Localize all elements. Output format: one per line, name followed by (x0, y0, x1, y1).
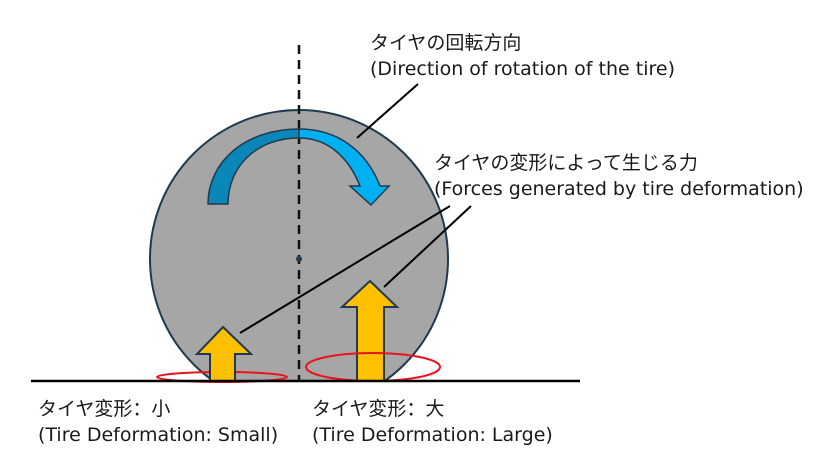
callout-line-force-small (239, 205, 451, 334)
label-deformation-large: タイヤ変形：大 (Tire Deformation: Large) (312, 396, 553, 448)
label-small-jp: タイヤ変形：小 (38, 398, 171, 420)
label-large-jp: タイヤ変形：大 (312, 398, 445, 420)
rotation-arrow-right-half (298, 128, 391, 207)
label-deformation-forces: タイヤの変形によって生じる力 (Forces generated by tire… (434, 150, 804, 202)
label-rotation-jp: タイヤの回転方向 (370, 32, 522, 54)
label-large-en: (Tire Deformation: Large) (312, 424, 553, 446)
callout-line-force-large (383, 205, 472, 288)
label-deformation-small: タイヤ変形：小 (Tire Deformation: Small) (38, 396, 278, 448)
label-force-en: (Forces generated by tire deformation) (434, 178, 804, 200)
label-rotation-direction: タイヤの回転方向 (Direction of rotation of the t… (370, 30, 675, 82)
label-force-jp: タイヤの変形によって生じる力 (434, 152, 698, 174)
callout-line-rotation (356, 83, 419, 139)
tire-center-dot (296, 256, 302, 262)
label-rotation-en: (Direction of rotation of the tire) (370, 58, 675, 80)
label-small-en: (Tire Deformation: Small) (38, 424, 279, 446)
